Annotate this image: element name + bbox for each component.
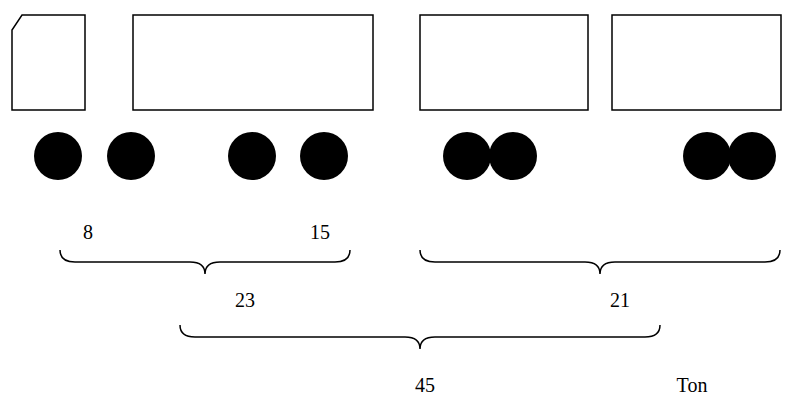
wheel xyxy=(107,132,155,180)
wheel xyxy=(683,132,731,180)
axle-load: 15 xyxy=(310,221,330,243)
wheel xyxy=(34,132,82,180)
group-load: 21 xyxy=(610,289,630,311)
brace xyxy=(60,250,350,274)
wheel xyxy=(300,132,348,180)
wheel xyxy=(443,132,491,180)
total-load: 45 xyxy=(415,374,435,396)
brace xyxy=(180,325,660,349)
group-load: 23 xyxy=(235,289,255,311)
unit-label: Ton xyxy=(677,374,708,396)
truck-cab xyxy=(12,15,85,110)
truck-body xyxy=(133,15,373,110)
wheel xyxy=(489,132,537,180)
axle-load: 8 xyxy=(83,221,93,243)
trailer-box xyxy=(420,15,588,110)
brace xyxy=(420,250,780,274)
wheel xyxy=(728,132,776,180)
wheel xyxy=(228,132,276,180)
trailer-box xyxy=(612,15,781,110)
